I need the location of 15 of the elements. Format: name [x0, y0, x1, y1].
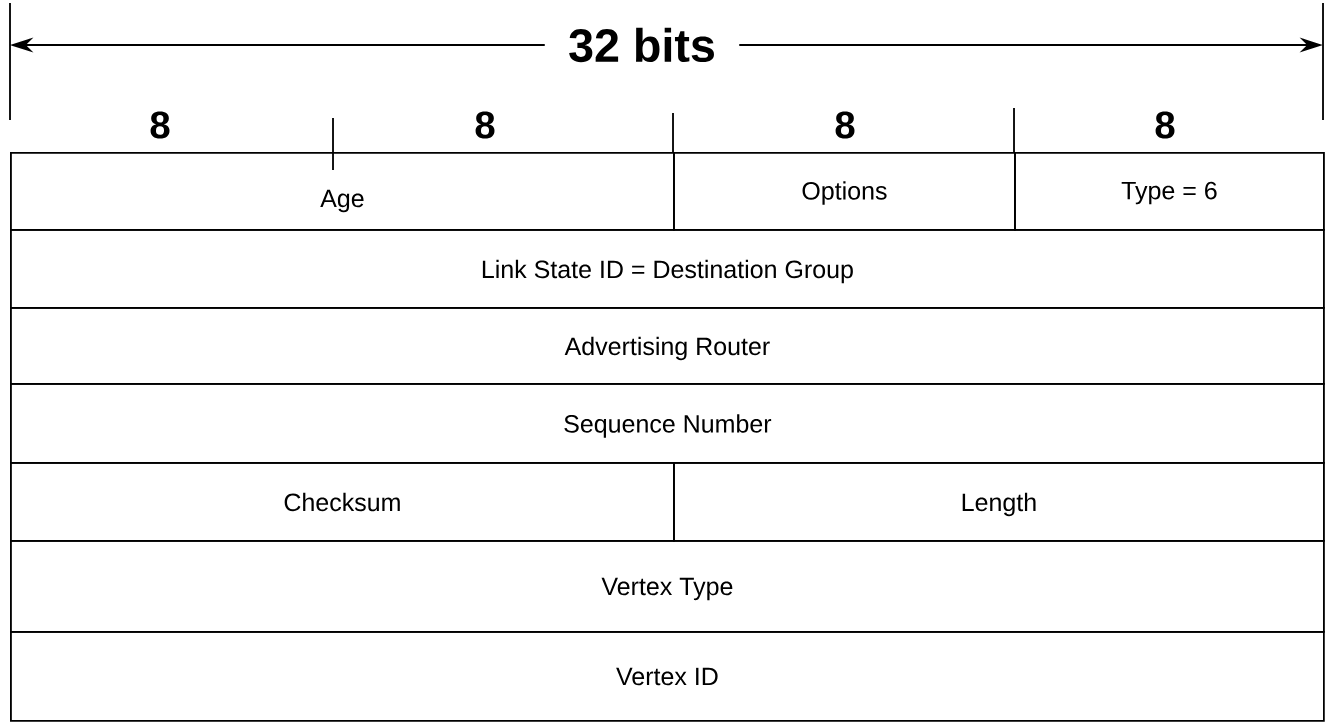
field-cell: Options [673, 152, 1016, 231]
field-cell: Length [673, 462, 1325, 542]
field-cell: Age [10, 152, 675, 231]
bit-count-label: 8 [475, 111, 495, 139]
field-cell: Link State ID = Destination Group [10, 229, 1325, 309]
bit-count-label: 8 [150, 111, 170, 139]
field-cell: Vertex ID [10, 631, 1325, 722]
field-cell: Checksum [10, 462, 675, 542]
field-cell: Advertising Router [10, 307, 1325, 385]
field-cell: Sequence Number [10, 383, 1325, 464]
bit-count-label: 8 [1155, 111, 1175, 139]
width-label: 32 bits [544, 22, 740, 68]
field-cell: Vertex Type [10, 540, 1325, 633]
field-cell: Type = 6 [1014, 152, 1325, 231]
bit-count-label: 8 [835, 111, 855, 139]
